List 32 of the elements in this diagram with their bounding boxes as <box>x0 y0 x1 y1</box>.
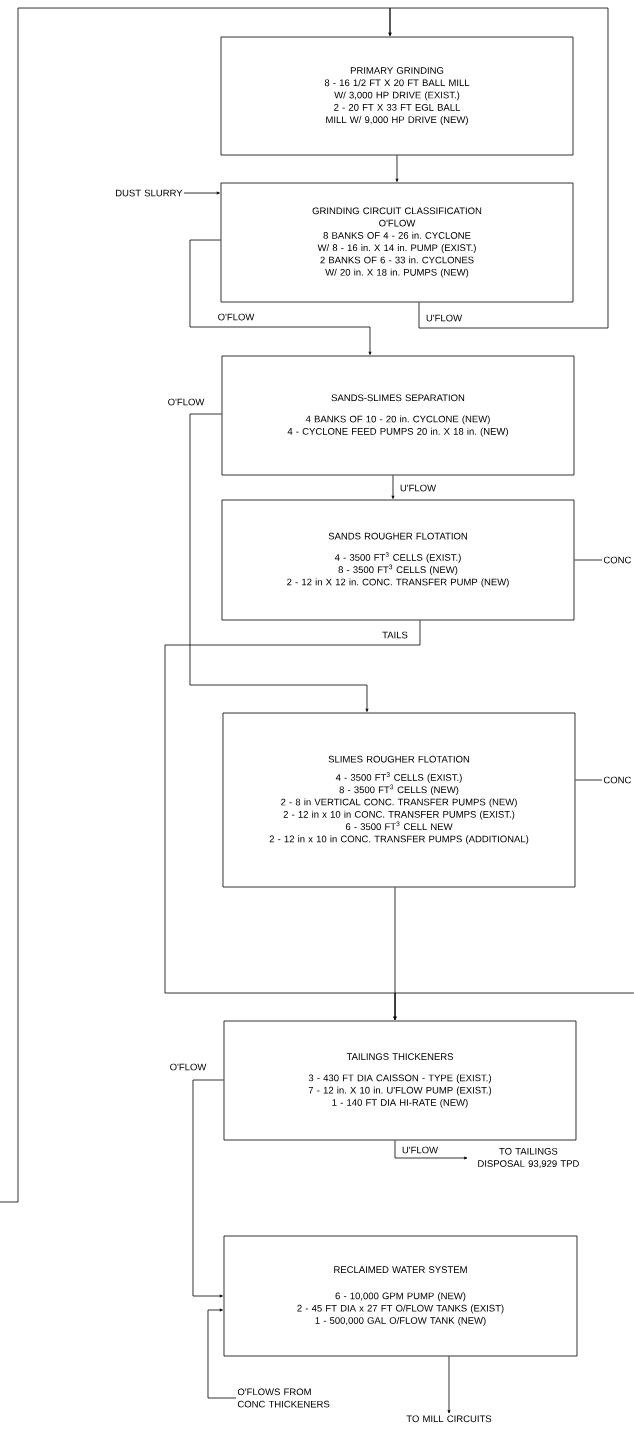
edge-label: U'FLOW <box>400 1145 440 1155</box>
process-box: TAILINGS THICKENERS 3 - 430 FT DIA CAISSON - TYPE (EXIST.) 7 - 12 in. X 10 in. U'FLOW PUMP (EXIST.) 1 - 140 FT DIA HI-RATE (NEW) <box>223 1020 577 1141</box>
edge-label: TAILS <box>381 630 409 640</box>
process-box: SLIMES ROUGHER FLOTATION 4 - 3500 FT$^{3}$ CELLS (EXIST.) 8 - 3500 FT$^{3}$ CELLS (NEW) 2 - 8 in VERTICAL CONC. TRANSFER PUMPS (NEW) 2 - 12 in x 10 in CONC. TRANSFER PUMPS (EXIST.) 6 - 3500 FT$^{3}$ CELL NEW 2 - 12 in x 10 in CONC. TRANSFER PUMPS (ADDITIONAL) <box>222 712 576 888</box>
stream-label: TO MILL CIRCUITS <box>406 1415 492 1423</box>
flow-arrow <box>447 1356 451 1414</box>
edge-label: O'FLOW <box>168 1062 208 1072</box>
flow-arrow <box>207 1308 237 1399</box>
process-box: RECLAIMED WATER SYSTEM 6 - 10,000 GPM PUMP (NEW) 2 - 45 FT DIA x 27 FT O/FLOW TANKS (EXIST) 1 - 500,000 GAL O/FLOW TANK (NEW) <box>223 1235 578 1357</box>
stream-label: CONC <box>603 776 631 784</box>
stream-label: TO TAILINGS DISPOSAL 93,929 TPD <box>478 1147 579 1169</box>
edge-label: U'FLOW <box>424 313 464 323</box>
process-box: PRIMARY GRINDING 8 - 16 1/2 FT X 20 FT BALL MILL W/ 3,000 HP DRIVE (EXIST.) 2 - 20 FT X 33 FT EGL BALL MILL W/ 9,000 HP DRIVE (NEW) <box>220 36 574 156</box>
process-box: SANDS-SLIMES SEPARATION 4 BANKS OF 10 - 20 in. CYCLONE (NEW) 4 - CYCLONE FEED PUMPS 20 in. X 18 in. (NEW) <box>221 355 575 476</box>
edge-label: U'FLOW <box>398 483 438 493</box>
flow-arrow <box>189 413 369 712</box>
flow-arrow <box>192 1079 224 1298</box>
stream-label: O'FLOWS FROM CONC THICKENERS <box>237 1388 330 1408</box>
stream-label: CONC <box>603 556 631 564</box>
edge-label: O'FLOW <box>166 397 206 407</box>
process-box: GRINDING CIRCUIT CLASSIFICATION O'FLOW 8 BANKS OF 4 - 26 in. CYCLONE W/ 8 - 16 in. X 14 in. PUMP (EXIST.) 2 BANKS OF 6 - 33 in. CYCLONES W/ 20 in. X 18 in. PUMPS (NEW) <box>220 182 574 303</box>
flow-arrow <box>0 7 392 1203</box>
flow-arrow <box>393 992 634 1020</box>
flow-arrow <box>183 191 220 195</box>
stream-label: DUST SLURRY <box>116 189 183 197</box>
flow-arrow <box>395 155 399 182</box>
flow-arrow <box>394 1140 468 1160</box>
process-box: SANDS ROUGHER FLOTATION 4 - 3500 FT$^{3}$ CELLS (EXIST.) 8 - 3500 FT$^{3}$ CELLS (NEW) 2 - 12 in X 12 in. CONC. TRANSFER PUMP (NEW) <box>221 499 575 621</box>
edge-label: O'FLOW <box>216 312 256 322</box>
flow-arrow <box>388 7 609 329</box>
flow-arrow <box>391 475 395 499</box>
flow-arrow <box>189 239 372 355</box>
